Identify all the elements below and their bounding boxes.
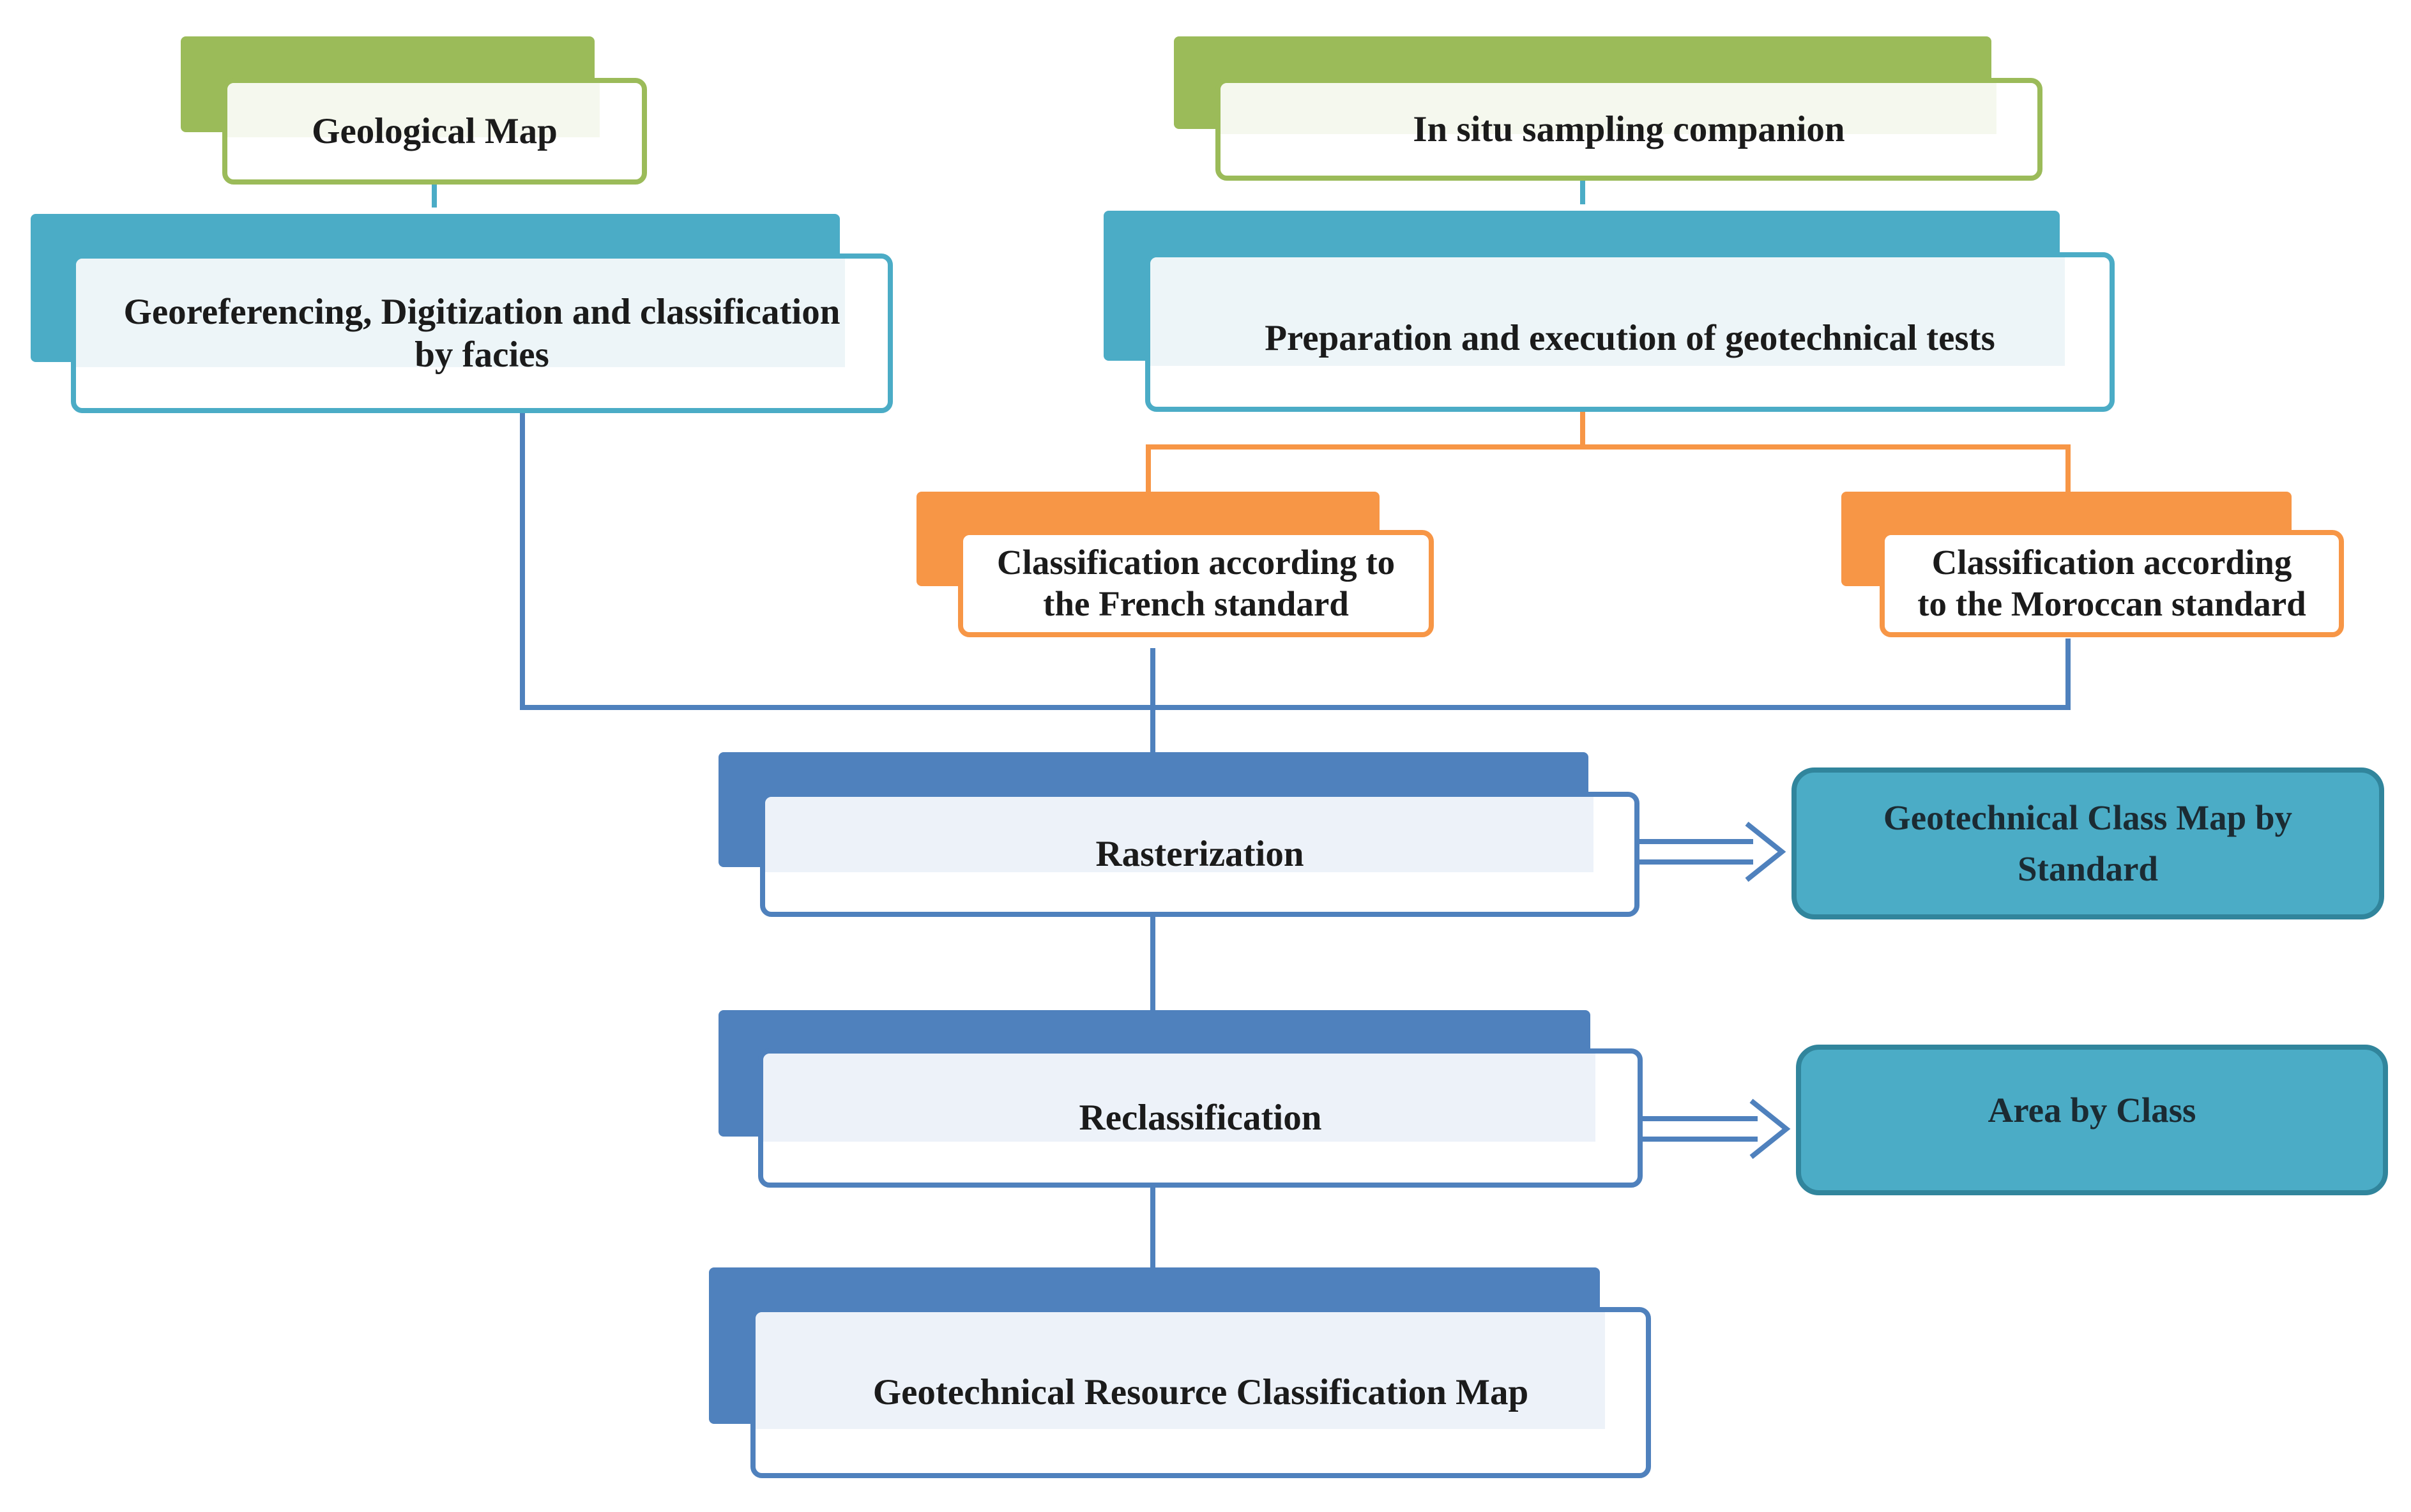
- class-map-output: Geotechnical Class Map by Standard: [1791, 767, 2384, 919]
- arrow-rasterization-to-class-map: [1632, 821, 1786, 882]
- moroccan-standard-label: Classification according to the Moroccan…: [1917, 543, 2306, 623]
- rasterization-label: Rasterization: [1095, 834, 1304, 875]
- georeferencing-label: Georeferencing, Digitization and classif…: [123, 291, 840, 375]
- reclassification-label: Reclassification: [1079, 1098, 1322, 1138]
- area-by-class-output-label: Area by Class: [1988, 1091, 2196, 1130]
- arrow-reclassification-to-area: [1635, 1098, 1791, 1160]
- reclassification-node: Reclassification: [719, 1010, 1643, 1188]
- georeferencing-node: Georeferencing, Digitization and classif…: [31, 214, 893, 413]
- geological-map-node: Geological Map: [181, 36, 647, 185]
- class-map-output-label: Geotechnical Class Map by Standard: [1883, 798, 2293, 888]
- french-standard-label: Classification according to the French s…: [996, 543, 1396, 623]
- preparation-tests-node: Preparation and execution of geotechnica…: [1104, 211, 2115, 412]
- connector-moroccan-to-merge: [1153, 639, 2071, 710]
- french-standard-node: Classification according to the French s…: [916, 492, 1434, 637]
- geological-map-label: Geological Map: [312, 110, 558, 151]
- connector-preparation-to-moroccan: [1583, 444, 2071, 492]
- in-situ-sampling-label: In situ sampling companion: [1413, 109, 1845, 149]
- preparation-tests-label: Preparation and execution of geotechnica…: [1265, 318, 1995, 359]
- in-situ-sampling-node: In situ sampling companion: [1174, 36, 2042, 181]
- rasterization-node: Rasterization: [719, 752, 1639, 917]
- moroccan-standard-node: Classification according to the Moroccan…: [1841, 492, 2344, 637]
- resource-map-node: Geotechnical Resource Classification Map: [709, 1267, 1651, 1478]
- connector-georeferencing-to-merge: [520, 409, 1153, 710]
- resource-map-label: Geotechnical Resource Classification Map: [872, 1372, 1529, 1413]
- area-by-class-output: Area by Class: [1796, 1045, 2388, 1195]
- connector-preparation-to-standards: [1146, 409, 1585, 492]
